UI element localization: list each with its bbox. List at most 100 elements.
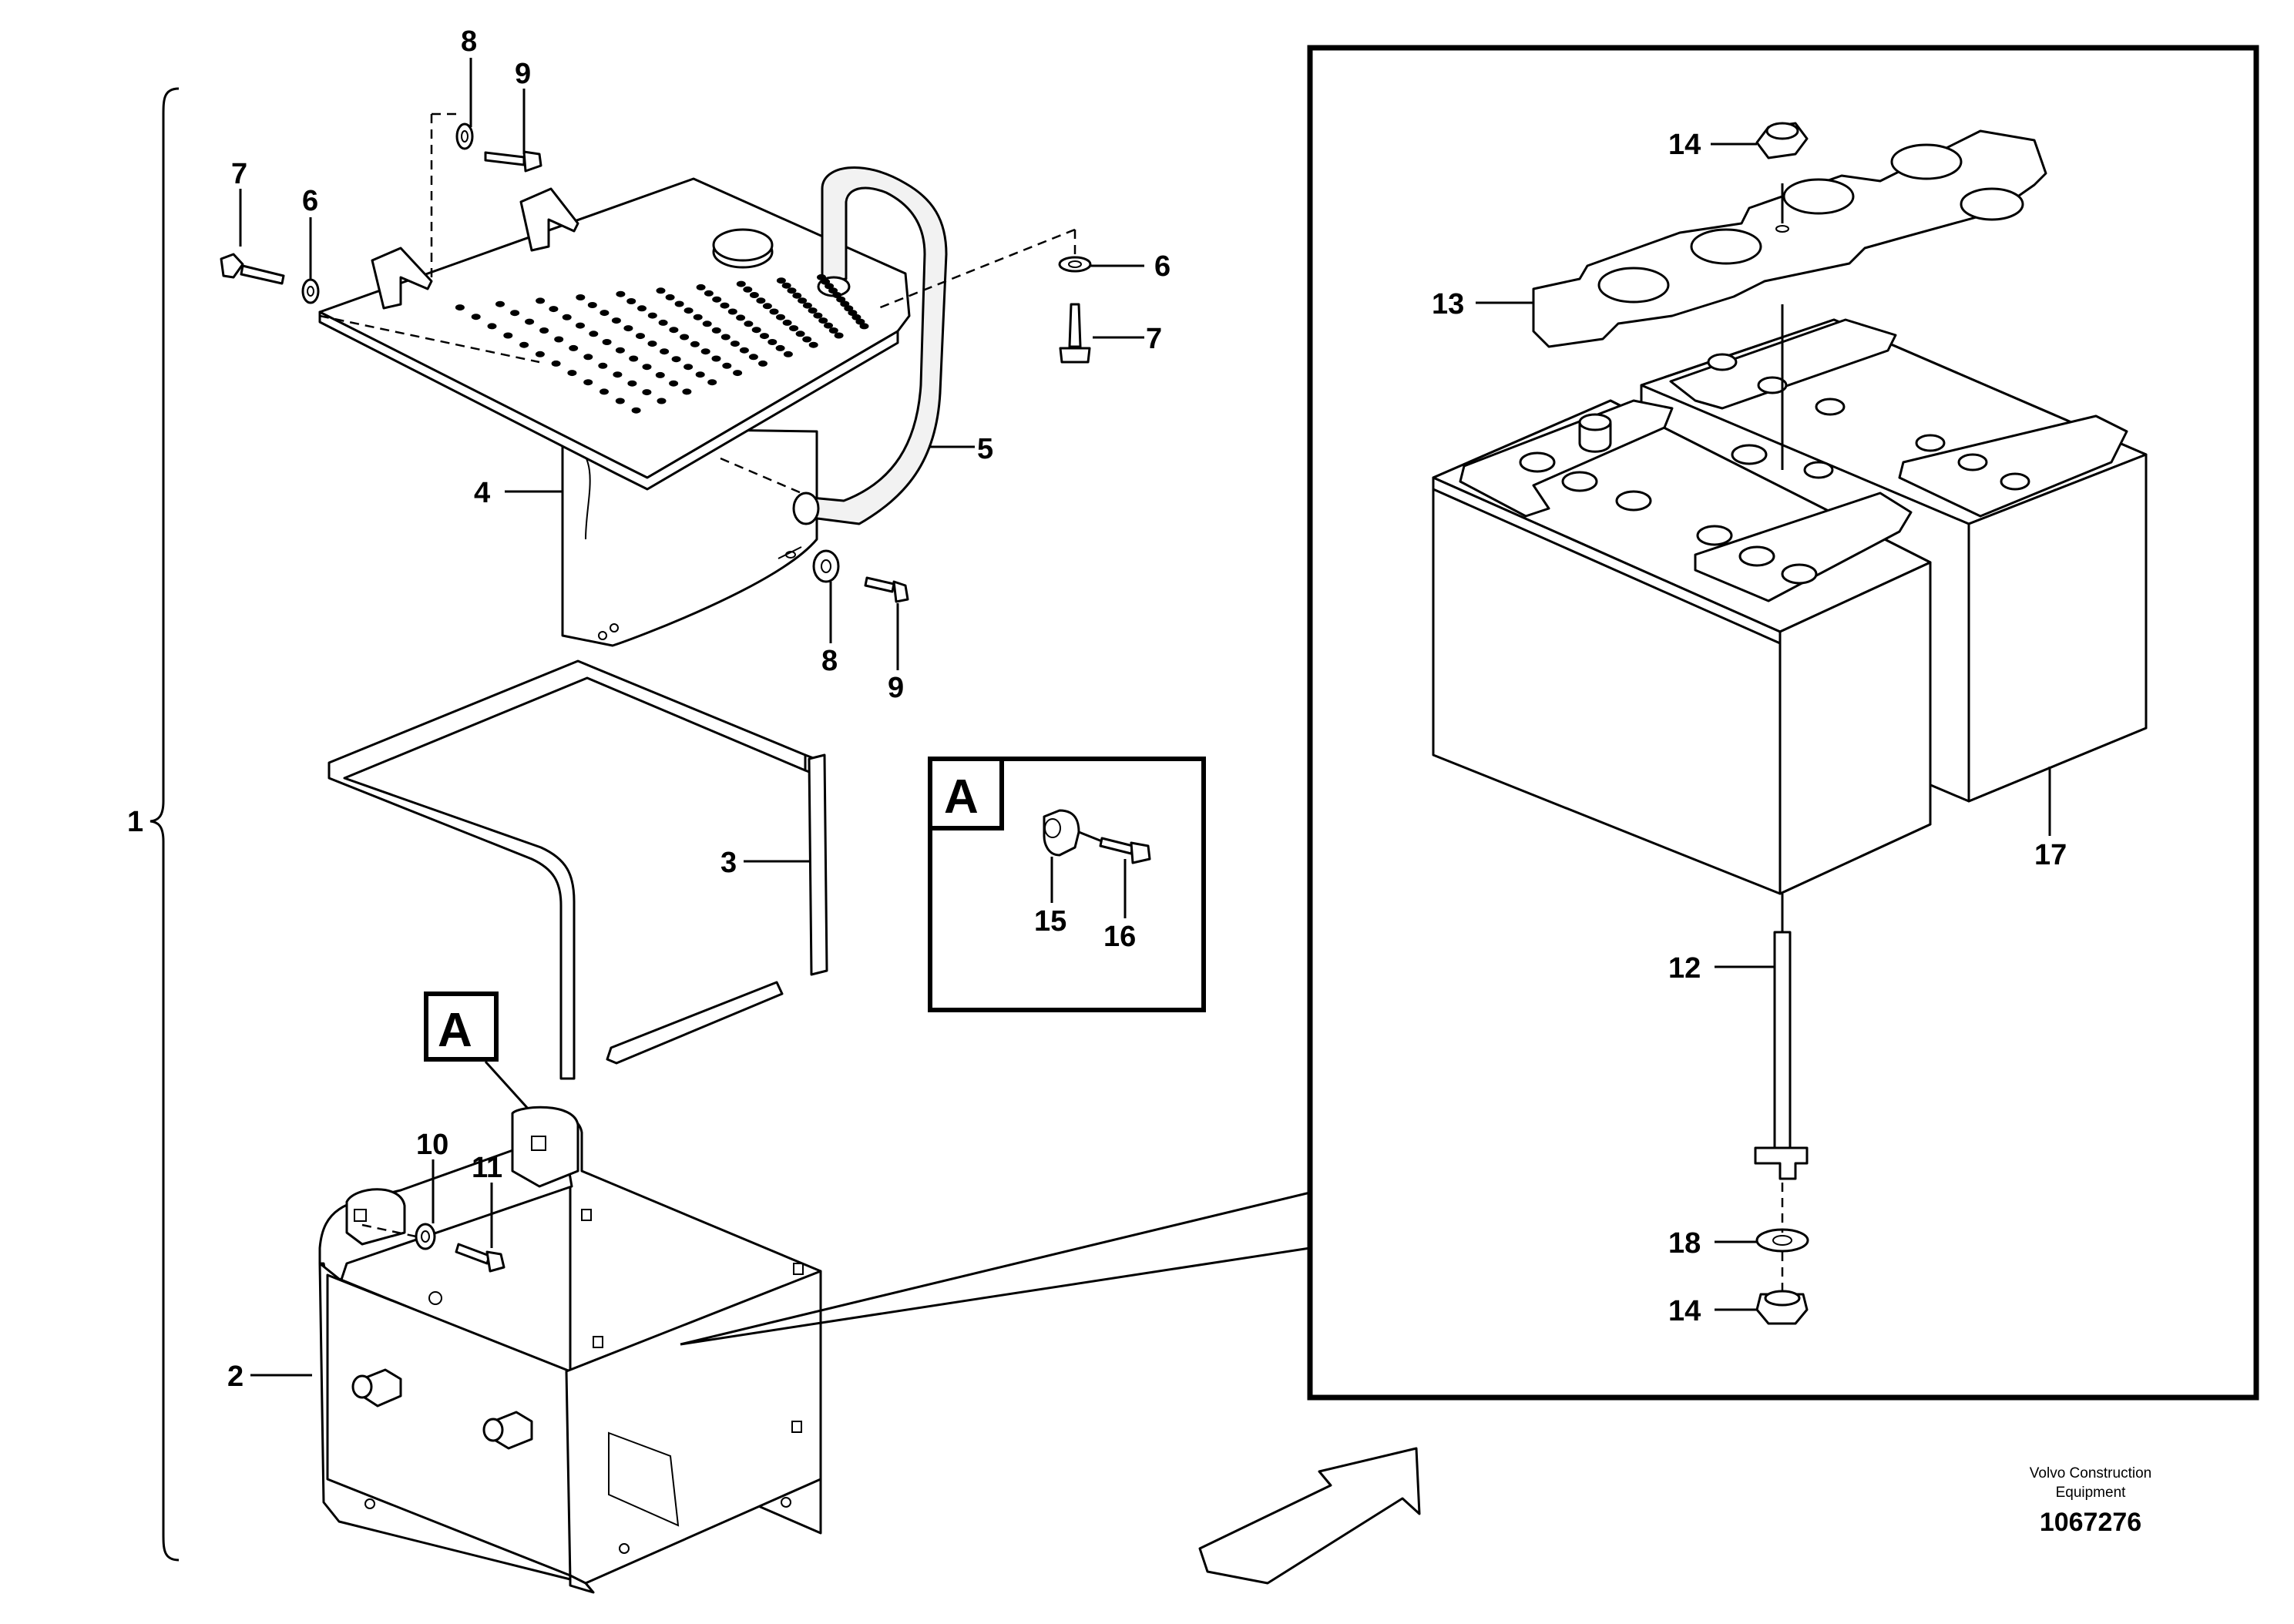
callout-8-bottom: 8: [821, 645, 838, 677]
perforation-hole: [647, 341, 657, 347]
perforation-hole: [611, 317, 621, 324]
battery-clamp-plate: [1532, 129, 2047, 470]
callout-3: 3: [720, 847, 737, 879]
perforation-hole: [834, 332, 844, 339]
perforation-hole: [792, 292, 802, 299]
perforation-hole: [733, 370, 743, 377]
brand-line-2: Equipment: [2056, 1485, 2127, 1501]
perforation-hole: [707, 379, 717, 386]
detail-label-marker: A: [438, 1004, 472, 1057]
callout-6-left: 6: [302, 185, 318, 217]
view-direction-arrow: [1198, 1447, 1421, 1585]
callout-12: 12: [1668, 952, 1701, 985]
perforation-hole: [712, 296, 722, 303]
perforation-hole: [587, 302, 597, 308]
perforation-hole: [767, 339, 778, 345]
perforation-hole: [760, 333, 769, 340]
perforation-hole: [751, 327, 761, 334]
bolt-7-left: [220, 253, 285, 285]
perforation-hole: [495, 300, 505, 307]
callout-10: 10: [416, 1129, 448, 1161]
perforation-hole: [690, 341, 700, 347]
perforation-hole: [683, 364, 694, 371]
perforation-hole: [722, 362, 732, 369]
callout-16: 16: [1103, 921, 1136, 953]
perforation-hole: [730, 341, 740, 347]
callout-1: 1: [127, 806, 143, 838]
perforation-hole: [736, 280, 746, 287]
perforation-hole: [859, 323, 869, 330]
perforation-hole: [536, 297, 546, 304]
washer-6-left: [301, 278, 320, 304]
perforation-hole: [824, 322, 833, 329]
perforation-hole: [455, 304, 465, 311]
perforation-hole: [626, 298, 636, 304]
perforation-hole: [711, 355, 721, 362]
perforation-hole: [776, 277, 786, 284]
callout-9-bottom: 9: [888, 672, 904, 704]
detail-label-inset: A: [944, 770, 979, 824]
callout-2: 2: [227, 1361, 244, 1393]
perforation-hole: [642, 364, 652, 371]
perforation-hole: [711, 327, 721, 334]
callout-6-right: 6: [1154, 250, 1171, 283]
perforation-hole: [702, 320, 712, 327]
perforation-hole: [549, 306, 559, 313]
perforation-hole: [613, 371, 623, 378]
perforation-hole: [808, 307, 818, 314]
perforation-hole: [600, 388, 609, 395]
perforation-hole: [583, 354, 593, 361]
perforation-hole: [693, 314, 703, 320]
perforation-hole: [756, 297, 766, 304]
perforation-hole: [655, 371, 665, 378]
callout-14-top: 14: [1668, 129, 1701, 161]
perforation-hole: [739, 347, 749, 354]
bolt-7-right: [1059, 303, 1091, 364]
assembly-brace: [149, 87, 180, 1562]
perforation-hole: [567, 370, 577, 377]
perforation-hole: [665, 294, 675, 300]
perforation-hole: [775, 344, 785, 351]
perforation-hole: [802, 336, 812, 343]
perforation-hole: [569, 344, 579, 351]
perforation-hole: [602, 339, 612, 345]
document-number: 1067276: [2040, 1508, 2141, 1537]
perforation-hole: [769, 308, 779, 315]
perforation-hole: [802, 302, 812, 309]
nut-14-top: [1755, 122, 1809, 159]
perforation-hole: [696, 284, 706, 290]
bolt-11: [455, 1243, 505, 1273]
perforation-hole: [682, 388, 692, 395]
perforation-hole: [637, 305, 647, 312]
perforation-hole: [748, 354, 758, 361]
perforation-hole: [631, 407, 641, 414]
callout-13: 13: [1432, 288, 1464, 320]
washer-8-top: [455, 122, 474, 150]
perforation-hole: [615, 398, 625, 404]
callout-14-bottom: 14: [1668, 1295, 1701, 1327]
perforation-hole: [727, 308, 737, 315]
perforation-hole: [808, 341, 818, 348]
perforation-hole: [818, 317, 828, 324]
perforation-hole: [576, 322, 585, 329]
nut-14-bottom: [1755, 1290, 1809, 1325]
perforation-hole: [851, 314, 862, 320]
perforation-hole: [758, 360, 767, 367]
bolt-9-bottom: [864, 576, 909, 603]
callout-17: 17: [2034, 839, 2067, 871]
callout-9-top: 9: [515, 58, 531, 90]
perforation-hole: [583, 379, 593, 386]
perforation-hole: [736, 314, 746, 321]
perforation-hole: [657, 398, 667, 404]
perforation-hole: [813, 312, 823, 319]
perforation-hole: [683, 307, 694, 314]
perforation-hole: [680, 334, 690, 341]
callout-5: 5: [977, 433, 993, 465]
perforation-hole: [600, 310, 610, 317]
perforation-hole: [642, 389, 652, 396]
perforation-hole: [783, 351, 793, 357]
perforation-hole: [840, 300, 850, 307]
perforation-hole: [787, 287, 797, 294]
